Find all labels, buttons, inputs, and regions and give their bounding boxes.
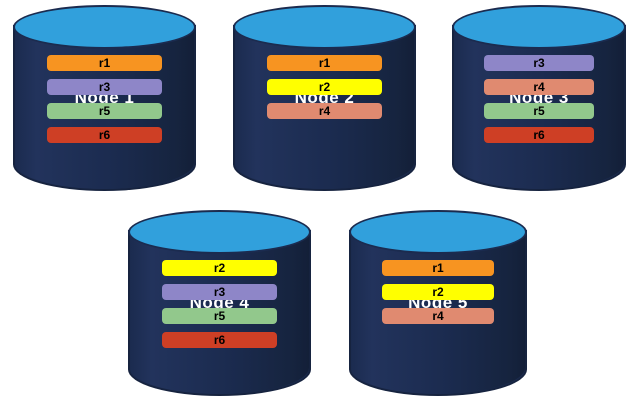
replica-bar-r5[interactable]: r5 [46, 103, 163, 119]
replica-label: r5 [98, 104, 111, 118]
replica-label: r1 [98, 56, 111, 70]
replica-bar-r4[interactable]: r4 [484, 79, 594, 95]
replica-bar-r3[interactable]: r3 [46, 79, 163, 95]
node-5-replica-stack: r1 r2 r4 [349, 260, 527, 324]
node-3-replica-stack: r3 r4 r5 r6 [452, 55, 626, 143]
replica-label: r1 [432, 261, 444, 275]
replica-label: r5 [213, 309, 226, 323]
replica-label: r4 [318, 104, 331, 118]
replica-label: r3 [98, 80, 111, 94]
replica-bar-r1[interactable]: r1 [266, 55, 383, 71]
node-1-top-ellipse [13, 5, 196, 49]
replica-bar-r4[interactable]: r4 [266, 103, 383, 119]
replica-bar-r2[interactable]: r2 [161, 260, 278, 276]
replica-label: r3 [533, 56, 545, 70]
replica-bar-r3[interactable]: r3 [161, 284, 278, 300]
node-5-top-ellipse [349, 210, 527, 254]
replica-bar-r6[interactable]: r6 [161, 332, 278, 348]
node-2-top-ellipse [233, 5, 416, 49]
replica-label: r4 [432, 309, 444, 323]
replica-bar-r1[interactable]: r1 [381, 260, 495, 276]
replica-bar-r1[interactable]: r1 [46, 55, 163, 71]
node-4-replica-stack: r2 r3 r5 r6 [128, 260, 311, 348]
replica-label: r3 [213, 285, 226, 299]
replica-label: r5 [533, 104, 545, 118]
node-1-replica-stack: r1 r3 r5 r6 [13, 55, 196, 143]
replica-bar-r2[interactable]: r2 [381, 284, 495, 300]
replica-bar-r6[interactable]: r6 [46, 127, 163, 143]
replica-bar-r2[interactable]: r2 [266, 79, 383, 95]
replica-bar-r5[interactable]: r5 [161, 308, 278, 324]
node-2-replica-stack: r1 r2 r4 [233, 55, 416, 119]
replica-bar-r5[interactable]: r5 [484, 103, 594, 119]
replica-bar-r6[interactable]: r6 [484, 127, 594, 143]
replica-label: r2 [432, 285, 444, 299]
replica-label: r1 [318, 56, 331, 70]
replica-label: r6 [98, 128, 111, 142]
replica-label: r2 [213, 261, 226, 275]
replica-label: r2 [318, 80, 331, 94]
replica-bar-r3[interactable]: r3 [484, 55, 594, 71]
node-3-top-ellipse [452, 5, 626, 49]
replica-label: r6 [213, 333, 226, 347]
replica-label: r4 [533, 80, 545, 94]
replica-bar-r4[interactable]: r4 [381, 308, 495, 324]
node-4-top-ellipse [128, 210, 311, 254]
replica-label: r6 [533, 128, 545, 142]
